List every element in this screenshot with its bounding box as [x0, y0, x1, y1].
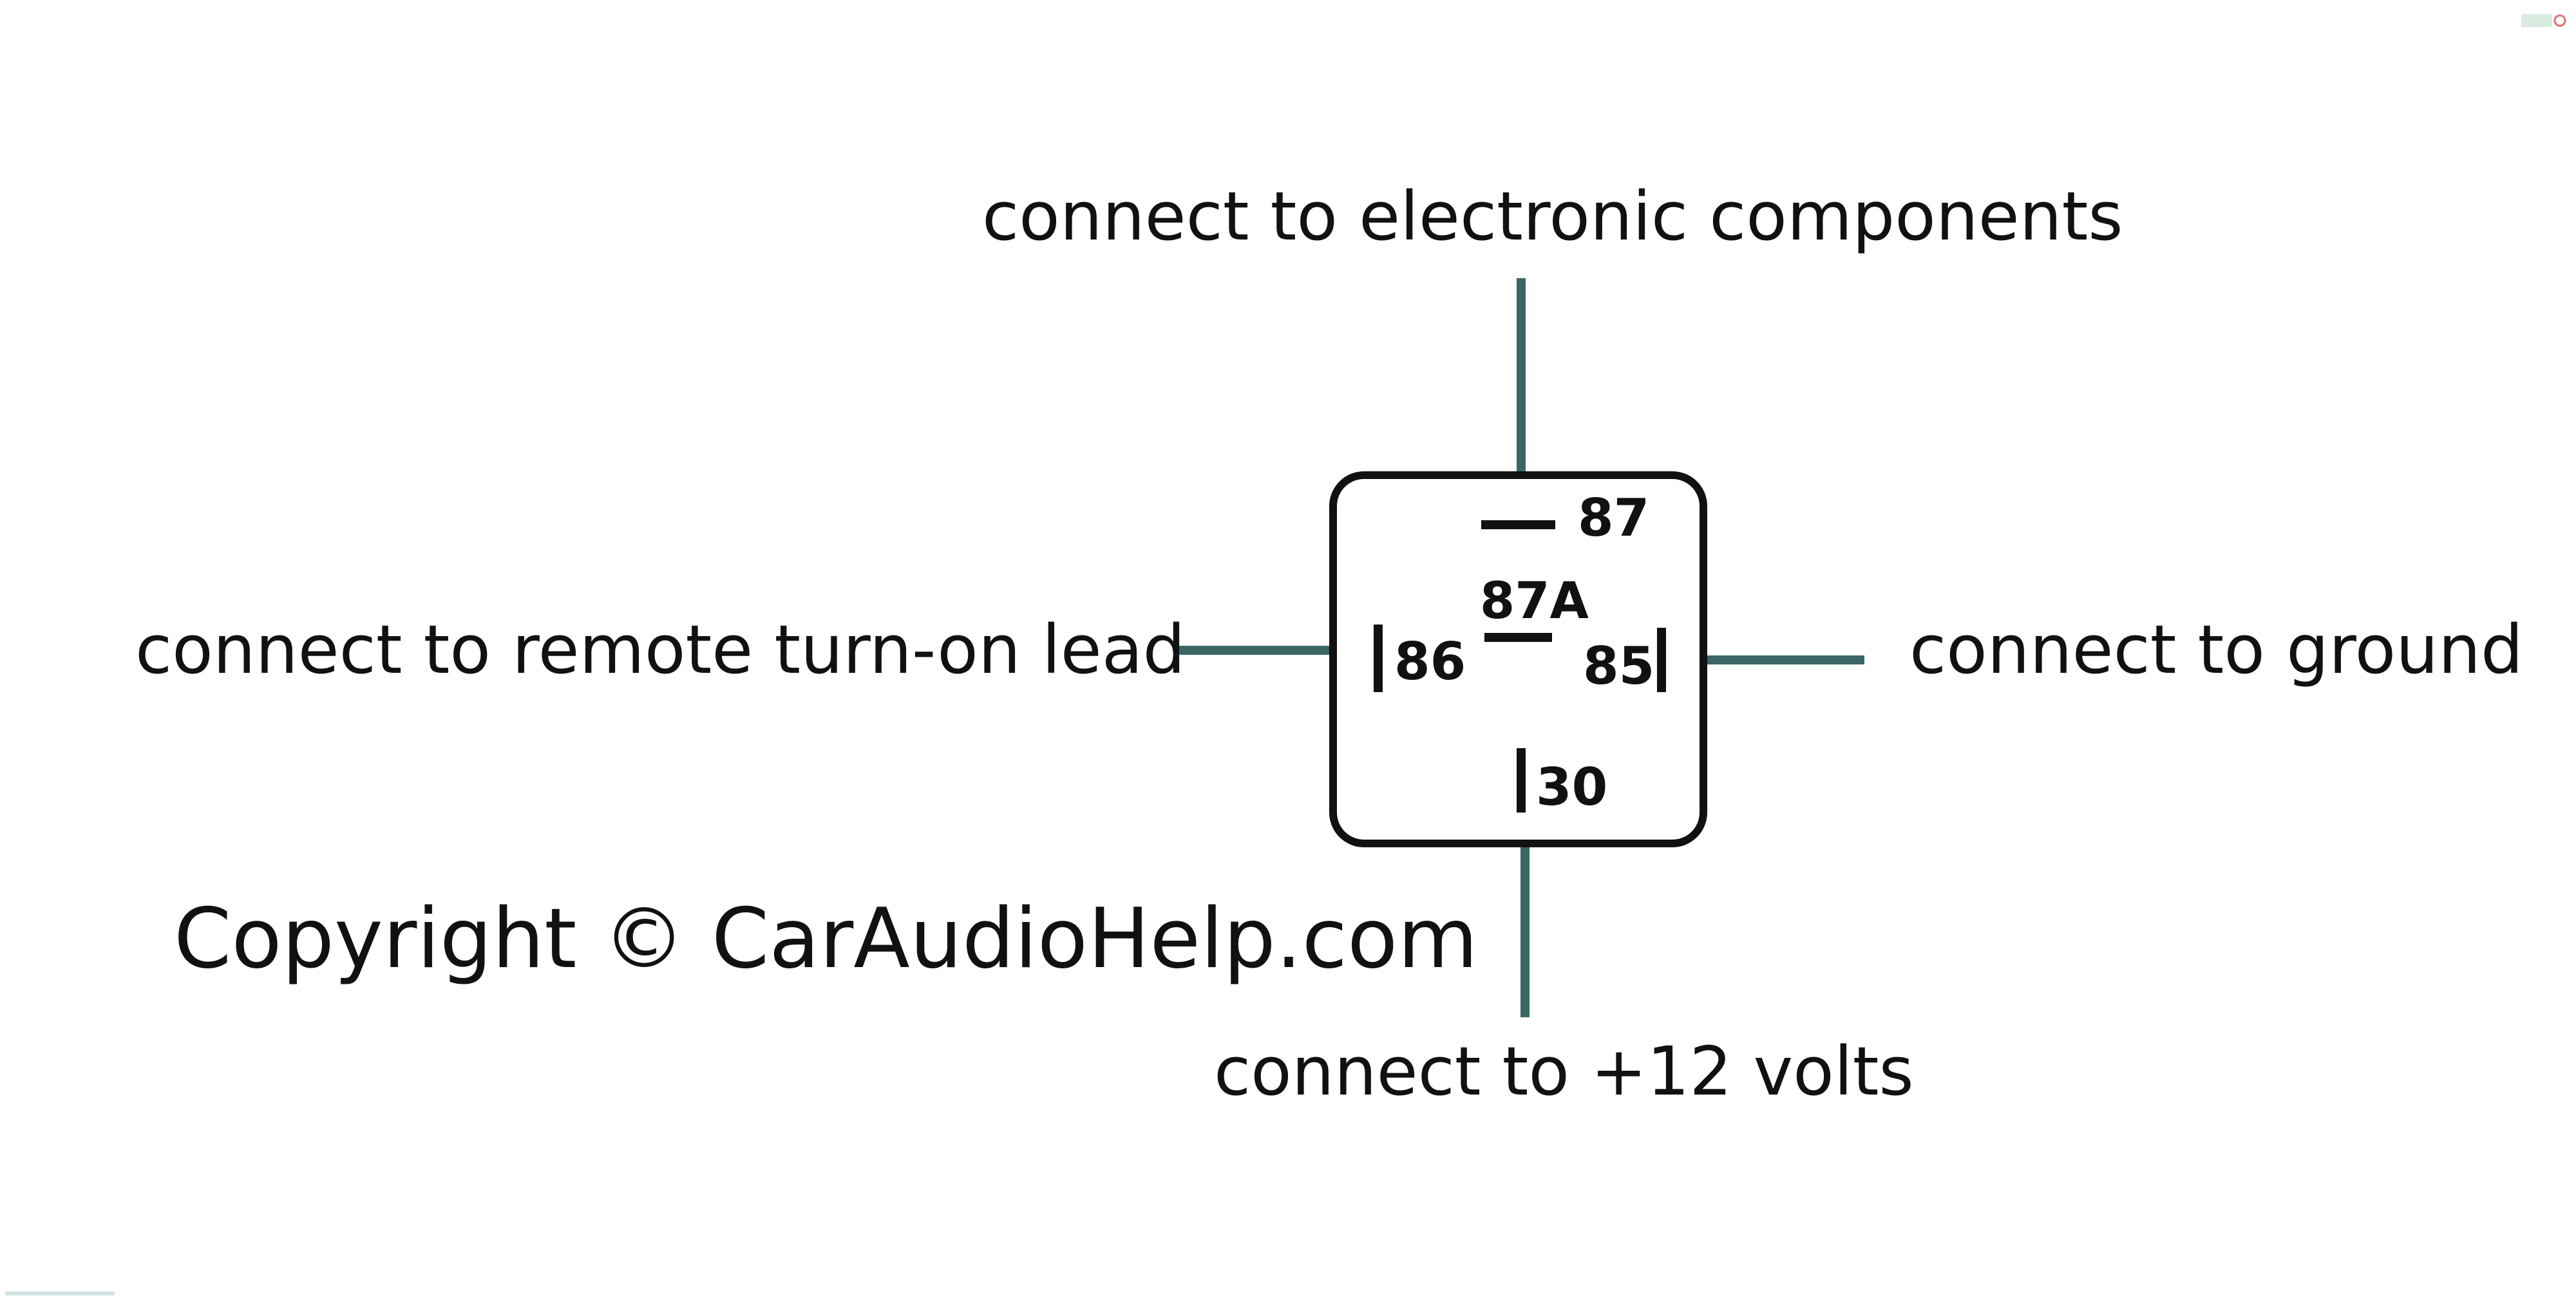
pin-30-label: 30: [1536, 757, 1607, 817]
label-top: connect to electronic components: [982, 177, 2123, 256]
pin-87a-label: 87A: [1480, 572, 1589, 630]
label-left: connect to remote turn-on lead: [135, 610, 1186, 689]
relay-body: [1329, 471, 1707, 847]
corner-mark-icon: [2521, 14, 2566, 27]
pin-86-label: 86: [1394, 632, 1466, 691]
label-right: connect to ground: [1909, 610, 2523, 689]
pin-85-label: 85: [1583, 636, 1654, 696]
copyright-text: Copyright © CarAudioHelp.com: [174, 891, 1478, 987]
footer-mark-icon: [5, 1292, 115, 1295]
pin-87-label: 87: [1578, 488, 1649, 548]
label-bottom: connect to +12 volts: [1214, 1032, 1914, 1111]
